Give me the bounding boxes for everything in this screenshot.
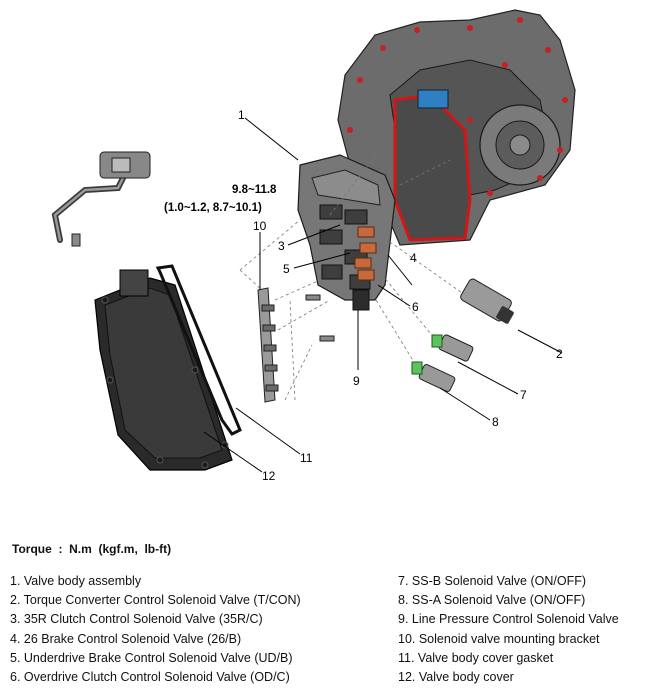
legend-item: 10. Solenoid valve mounting bracket (398, 631, 600, 646)
solenoid-mounting-bracket (257, 287, 279, 403)
oil-pipe (51, 151, 151, 243)
solenoid-valve-tcon (460, 278, 514, 324)
legend-item: 9. Line Pressure Control Solenoid Valve (398, 612, 619, 627)
legend-item: 8. SS-A Solenoid Valve (ON/OFF) (398, 593, 586, 608)
valve-body-cover-gasket (155, 264, 242, 436)
callout-4: 4 (410, 251, 417, 265)
callout-5: 5 (283, 262, 290, 276)
legend-item: 6. Overdrive Clutch Control Solenoid Val… (10, 670, 290, 685)
legend-left-column: 1. Valve body assembly 2. Torque Convert… (10, 572, 301, 687)
legend-item: 1. Valve body assembly (10, 574, 142, 588)
legend-item: 3. 35R Clutch Control Solenoid Valve (35… (10, 612, 263, 627)
callout-8: 8 (492, 415, 499, 429)
valve-body-assembly (297, 154, 396, 301)
callout-12: 12 (262, 469, 276, 483)
line-pressure-solenoid (352, 289, 370, 311)
callout-3: 3 (278, 239, 285, 253)
callout-2: 2 (556, 347, 563, 361)
transmission-case (337, 9, 576, 246)
solenoid-valve-ssb (431, 334, 474, 362)
exploded-view-diagram: 1 2 3 4 5 6 7 8 9 10 11 12 9.8~11.8 (1.0… (51, 9, 576, 483)
torque-spec-units: (1.0~1.2, 8.7~10.1) (164, 202, 262, 214)
legend-right-column: 7. SS-B Solenoid Valve (ON/OFF) 8. SS-A … (398, 572, 619, 687)
legend-item: 4. 26 Brake Control Solenoid Valve (26/B… (10, 631, 242, 646)
legend-item: 7. SS-B Solenoid Valve (ON/OFF) (398, 574, 587, 588)
callout-7: 7 (520, 388, 527, 402)
leader-lines (203, 117, 563, 473)
legend-item: 5. Underdrive Brake Control Solenoid Val… (10, 650, 293, 665)
bolts (71, 233, 335, 342)
callout-11: 11 (300, 451, 313, 465)
legend-item: 12. Valve body cover (398, 670, 514, 685)
legend-item: 11. Valve body cover gasket (398, 650, 554, 665)
valve-body-cover (94, 269, 233, 471)
callout-1: 1 (238, 108, 245, 122)
solenoid-valve-ssa (411, 361, 456, 392)
callout-10: 10 (253, 219, 267, 233)
torque-spec-value: 9.8~11.8 (232, 184, 277, 196)
torque-units-heading: Torque : N.m (kgf.m, lb-ft) (12, 542, 172, 556)
legend-item: 2. Torque Converter Control Solenoid Val… (10, 593, 301, 608)
callout-9: 9 (353, 374, 360, 388)
callout-6: 6 (412, 300, 419, 314)
